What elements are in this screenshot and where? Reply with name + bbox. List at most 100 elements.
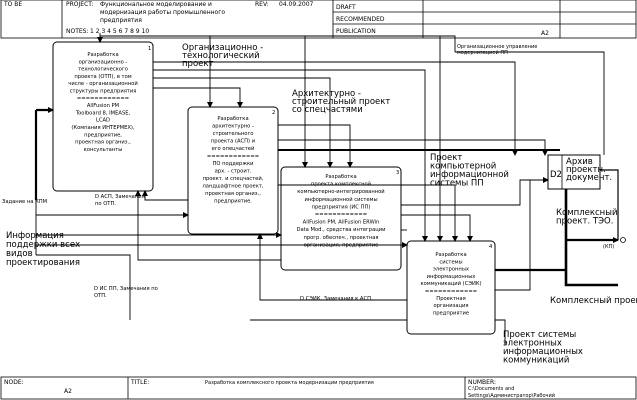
label-info-support-line-3: проектирования xyxy=(6,258,80,268)
status-draft: DRAFT xyxy=(336,4,356,11)
label-task: Задание на КПМ xyxy=(2,199,47,205)
arrow-eic-archive xyxy=(495,179,548,291)
arrow-seik-feedback xyxy=(257,233,407,301)
arrow-complex-output xyxy=(564,189,618,287)
box-1-text-line-0: Разработка xyxy=(87,52,118,58)
arrow-acp-feedback xyxy=(142,190,188,201)
box-4-number: 4 xyxy=(489,244,493,250)
box-1-text-line-1: организационно - xyxy=(79,59,128,65)
box-3-text-line-6: AllFusion PM, AllFusion ERWin xyxy=(303,220,380,226)
arrow-acp-box4 xyxy=(278,184,458,242)
arrow-acp-archive xyxy=(278,139,548,156)
tunnel-label: (КП) xyxy=(603,244,614,250)
arrow-mgmt-right xyxy=(455,51,605,155)
label-archive-line-1: проектн. xyxy=(566,165,606,175)
box-1-text-line-3: проекта (ОТП), в том xyxy=(74,74,131,80)
box-1-text-line-4: числе - организационной xyxy=(68,80,137,87)
archive-box[interactable] xyxy=(547,154,601,190)
node-value: A2 xyxy=(64,388,72,395)
box-1-text-line-12: проектная организ., xyxy=(75,140,131,146)
label-remarks-acp-line-1: по ОТП. xyxy=(95,201,116,207)
box-3-text-line-2: компьютерно-интегрированной xyxy=(297,188,384,195)
box-2-text-line-2: строительного xyxy=(213,131,254,137)
arrow-org-to-archive xyxy=(153,61,518,156)
label-archive-line-0: Архив xyxy=(566,157,593,167)
arrow-acp-box3 xyxy=(278,124,353,168)
label-arch-project-line-0: Архитектурно - xyxy=(292,89,361,99)
box-3-number: 3 xyxy=(396,170,399,176)
label-complex-t3o-line-0: Комплексный xyxy=(556,208,617,218)
box-2-text-line-9: ландшафтное проект, xyxy=(202,184,263,190)
box-1-text-line-13: консультанты xyxy=(84,147,123,153)
activity-box-1[interactable] xyxy=(52,41,154,192)
label-archive-line-2: документ. xyxy=(566,173,612,183)
arrow-mgmt-line xyxy=(100,35,456,52)
box-2-text-line-1: архитектурно - xyxy=(212,124,254,130)
box-4-text-line-8: предприятие xyxy=(433,310,469,316)
used-at-label: TO BE xyxy=(3,1,22,8)
box-3-text-line-8: прогр. обеспеч., проектная xyxy=(303,235,378,241)
number-line-1: C:\Documents and xyxy=(468,386,514,392)
box-1-text-line-8: Toolboard 8, IMEASE, xyxy=(75,110,131,116)
title-label: TITLE: xyxy=(130,379,149,386)
box-1-text-line-6: ============ xyxy=(77,96,129,102)
label-eic-project-line-0: Проект системы xyxy=(503,330,576,340)
header-frame xyxy=(0,0,637,39)
status-recommended: RECOMMENDED xyxy=(336,16,385,23)
label-remarks-isp-line-1: ОТП. xyxy=(94,293,107,299)
arrow-is-down xyxy=(401,214,473,242)
box-2-number: 2 xyxy=(272,110,275,116)
label-eic-project-line-1: электронных xyxy=(503,339,562,349)
label-enterprise-mgmt-line-0: Организационное управление xyxy=(457,44,537,50)
box-3-text-line-0: Разработка xyxy=(325,174,356,180)
box-2-text-line-11: предприятие. xyxy=(214,199,252,205)
box-2-text-line-8: проект. и спецчастей, xyxy=(203,175,264,182)
activity-box-2[interactable] xyxy=(187,106,279,235)
box-1-text-line-9: LCAD xyxy=(96,118,110,124)
project-text-3: предприятия xyxy=(100,17,142,24)
arrow-isp-feedback xyxy=(135,190,281,261)
arrow-archive-out xyxy=(600,169,619,240)
title-value: Разработка комплексного проекта модерниз… xyxy=(205,380,374,386)
corner-code: A2 xyxy=(541,30,549,37)
node-label: NODE: xyxy=(4,379,24,386)
notes-label: NOTES: xyxy=(66,28,89,35)
box-2-text-line-5: ============ xyxy=(207,154,259,160)
label-org-project-line-0: Организационно - xyxy=(182,43,263,53)
label-org-project-line-1: технологический xyxy=(182,51,260,61)
box-1-number: 1 xyxy=(148,46,151,52)
box-3-text-line-7: Data Mod., средства интеграции xyxy=(296,227,385,233)
label-complex-project: Комплексный проект xyxy=(550,296,637,306)
box-4-text-line-5: ============ xyxy=(425,289,477,295)
project-text-1: Функциональное моделирование и xyxy=(100,1,212,8)
box-3-text-line-1: проекта комплексной xyxy=(311,181,371,188)
rev-label: REV: xyxy=(255,1,269,8)
label-computer-is-line-2: информационной xyxy=(430,170,509,180)
label-org-project-line-2: проект xyxy=(182,59,214,69)
box-3-text-line-3: информационной системы xyxy=(304,196,377,203)
label-eic-project-line-3: коммуникаций xyxy=(503,356,569,366)
number-line-2: Settings\Администратор\Рабочий xyxy=(468,392,555,399)
label-computer-is-line-3: системы ПП xyxy=(430,179,484,189)
label-arch-project-line-1: строительный проект xyxy=(292,97,390,107)
label-remarks-isp-line-0: D ИС ПП, Замечания по xyxy=(94,286,158,292)
activity-box-3[interactable] xyxy=(280,166,402,271)
box-2-text-line-0: Разработка xyxy=(217,116,248,122)
label-info-support-line-1: поддержки всех xyxy=(6,240,80,250)
box-1-text-line-11: предприятие, xyxy=(84,132,122,138)
box-3-text-line-4: предприятия (ИС ПП) xyxy=(312,204,371,210)
box-1-text-line-7: AllFusion PM xyxy=(87,103,119,109)
box-4-text-line-7: организация xyxy=(433,303,468,309)
label-computer-is-line-1: компьютерной xyxy=(430,162,496,172)
rev-date: 04.09.2007 xyxy=(279,1,314,8)
label-arch-project-line-2: со спецчастями xyxy=(292,105,363,115)
label-complex-t3o-line-1: проект. ТЭО. xyxy=(556,217,613,227)
box-1-text-line-5: структуры предприятия xyxy=(70,89,137,95)
arrows xyxy=(34,33,619,345)
activity-box-4[interactable] xyxy=(406,240,496,335)
box-2-text-line-4: его опецчастей xyxy=(212,145,255,152)
archive-code: D2 xyxy=(550,170,562,180)
box-1-text-line-10: (Компания ИНТЕРМЕХ), xyxy=(71,125,135,131)
